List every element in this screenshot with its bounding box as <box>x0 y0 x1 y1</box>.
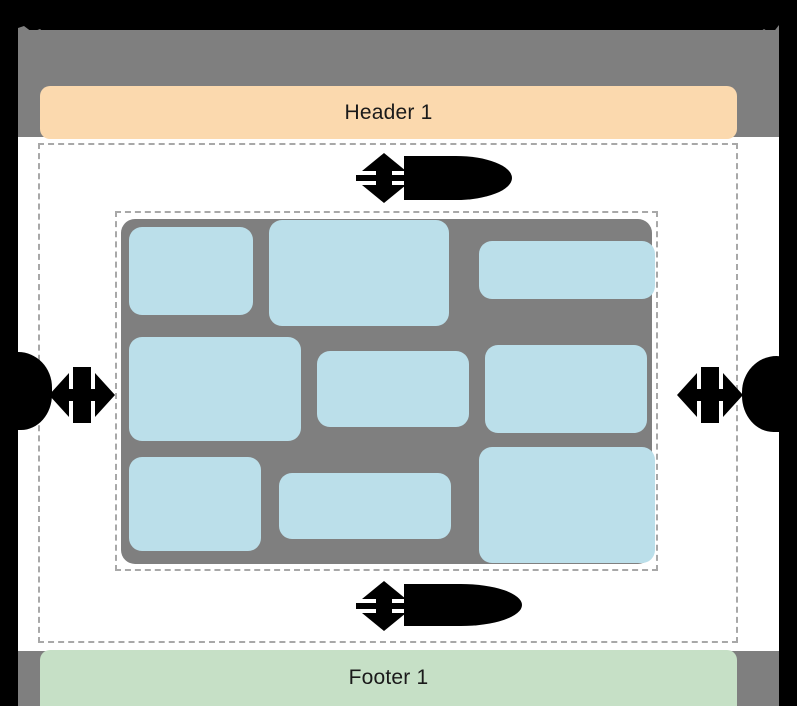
header-bar[interactable]: Header 1 <box>40 86 737 139</box>
brick-block[interactable] <box>479 447 655 563</box>
left-arrow-artifact <box>0 352 52 430</box>
footer-bar[interactable]: Footer 1 <box>40 650 737 706</box>
brick-block[interactable] <box>479 241 655 299</box>
footer-label: Footer 1 <box>348 666 429 689</box>
top-arrow-artifact <box>404 156 512 200</box>
left-resize-arrow[interactable] <box>48 367 116 423</box>
brick-block[interactable] <box>129 227 253 315</box>
brick-block[interactable] <box>129 457 261 551</box>
brick-wall <box>121 219 655 564</box>
top-resize-arrow[interactable] <box>356 152 412 204</box>
bottom-arrow-artifact <box>404 584 522 626</box>
brick-block[interactable] <box>485 345 647 433</box>
right-arrow-artifact <box>742 356 797 432</box>
brick-block[interactable] <box>129 337 301 441</box>
inner-dashed-boundary <box>115 211 658 571</box>
brick-block[interactable] <box>269 220 449 326</box>
right-resize-arrow[interactable] <box>676 367 744 423</box>
brick-block[interactable] <box>317 351 469 427</box>
brick-block[interactable] <box>279 473 451 539</box>
bottom-resize-arrow[interactable] <box>356 580 412 632</box>
header-label: Header 1 <box>344 100 433 124</box>
